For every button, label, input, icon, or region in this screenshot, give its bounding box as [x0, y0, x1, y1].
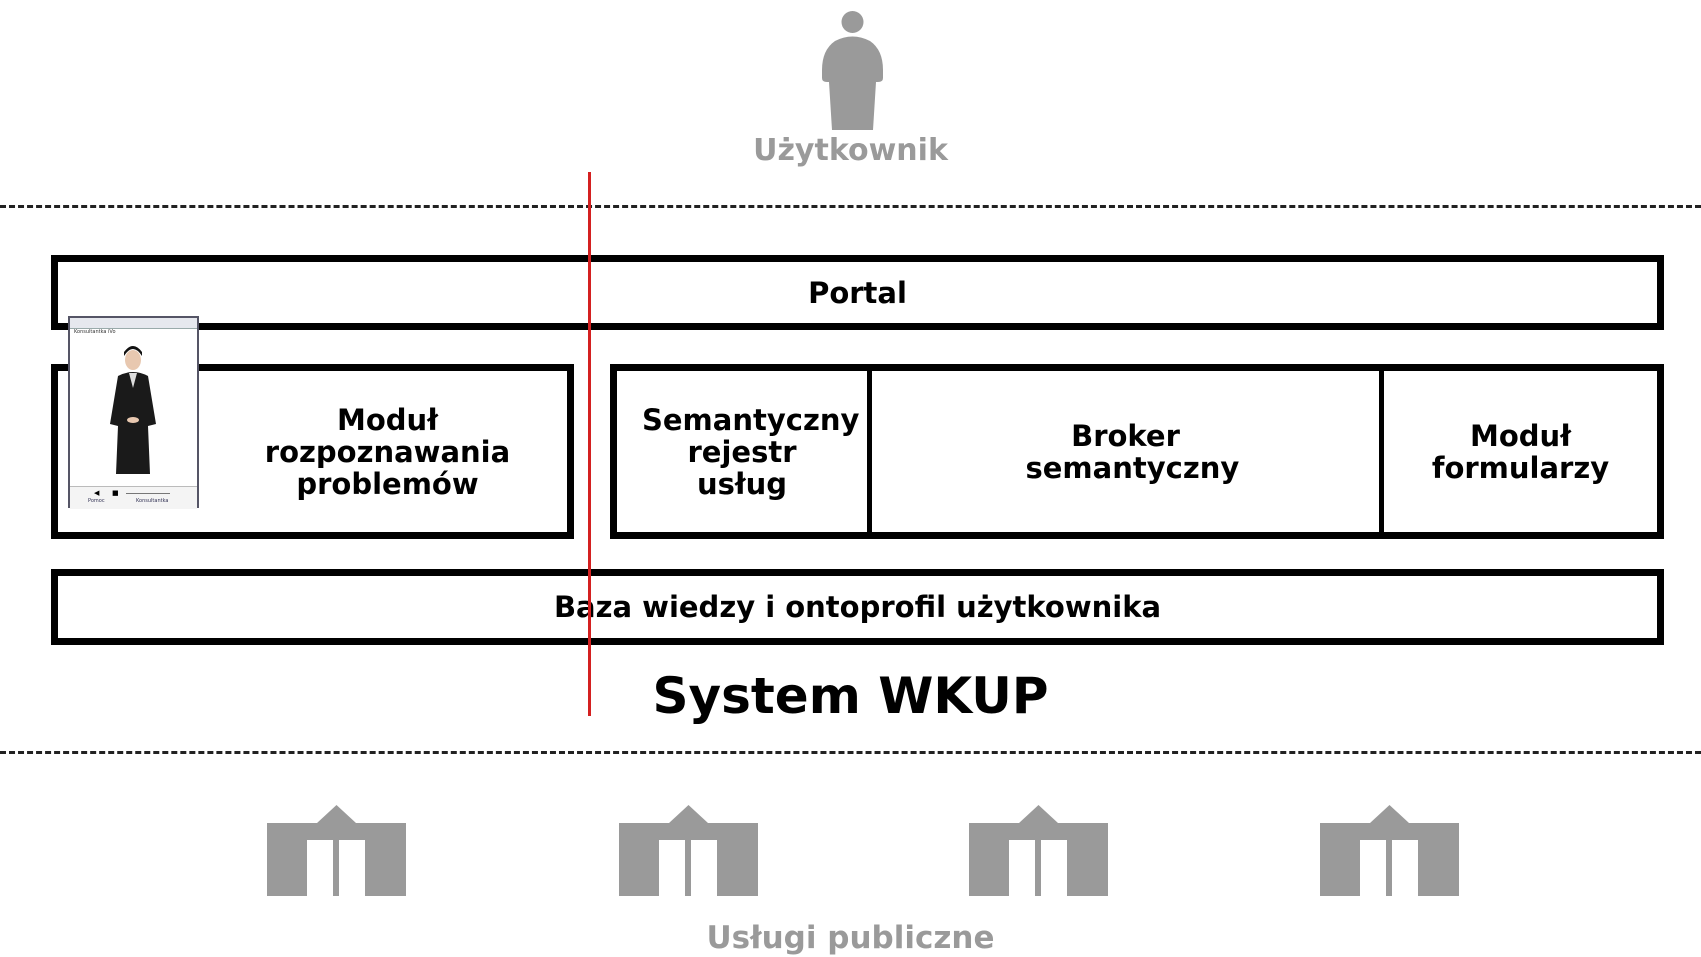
building-icon [1320, 805, 1459, 896]
building-icon [619, 805, 758, 896]
semantic-registry-label: Semantyczny rejestr usług [642, 402, 860, 501]
video-controls: ◀ ■ Pomoc Konsultantka [70, 486, 197, 509]
module-divider [1379, 371, 1384, 532]
building-icon [267, 805, 406, 896]
module-divider [867, 371, 872, 532]
assistant-figure [110, 346, 156, 474]
stop-icon[interactable]: ■ [112, 489, 119, 497]
bottom-separator [0, 751, 1701, 754]
problem-recognition-module: Moduł rozpoznawania problemów [51, 364, 574, 539]
knowledge-base-label: Baza wiedzy i ontoprofil użytkownika [553, 590, 1162, 624]
building-icon [969, 805, 1108, 896]
top-separator [0, 205, 1701, 208]
portal-box: Portal [51, 255, 1664, 330]
video-assistant-window[interactable]: Konsultantka iVo ◀ ■ Pomoc Konsultantka [68, 316, 199, 509]
public-services-label: Usługi publiczne [706, 920, 995, 956]
problem-recognition-label: Moduł rozpoznawania problemów [264, 402, 511, 501]
video-window-title: Konsultantka iVo [74, 329, 116, 335]
play-icon[interactable]: ◀ [94, 489, 100, 497]
user-label: Użytkownik [753, 133, 948, 168]
knowledge-base-box: Baza wiedzy i ontoprofil użytkownika [51, 569, 1664, 645]
progress-slider[interactable] [126, 493, 170, 494]
consultant-link[interactable]: Konsultantka [136, 498, 169, 504]
semantic-broker-label: Broker semantyczny [1025, 418, 1240, 485]
portal-label: Portal [808, 275, 907, 310]
system-title: System WKUP [652, 667, 1049, 725]
red-divider-line [588, 172, 591, 716]
semantic-modules-group: Semantyczny rejestr usług Broker semanty… [610, 364, 1664, 539]
person-icon [822, 11, 883, 130]
forms-module-label: Moduł formularzy [1431, 418, 1610, 485]
help-link[interactable]: Pomoc [88, 498, 105, 504]
